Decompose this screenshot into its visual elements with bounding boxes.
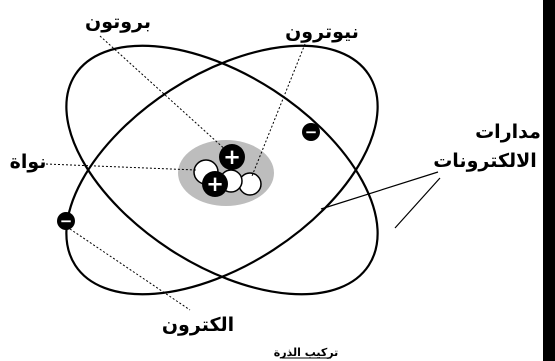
proton-sign: +: [223, 145, 241, 169]
electron-leader: [70, 229, 190, 310]
nucleus-label: نواة: [10, 151, 47, 173]
electron-sign: −: [60, 212, 73, 230]
orbit-pointer: [321, 172, 438, 209]
electron-left: −: [57, 212, 75, 230]
neutron-leader: [252, 44, 305, 176]
electron-label: الكترون: [162, 314, 234, 336]
orbits-label-line1: مدارات: [475, 121, 541, 143]
proton-label: بروتون: [85, 11, 151, 33]
orbits-label-line2: الالكترونات: [433, 150, 537, 172]
proton-sign: +: [206, 172, 224, 196]
electron-right: −: [302, 123, 320, 141]
nucleus-leader: [46, 164, 196, 170]
neutron-label: نيوترون: [285, 21, 359, 43]
electron-sign: −: [305, 123, 318, 141]
diagram-caption: تركيب الذرة: [274, 346, 338, 359]
orbit-pointer-lines: [321, 172, 440, 228]
orbit-pointer: [395, 178, 440, 228]
